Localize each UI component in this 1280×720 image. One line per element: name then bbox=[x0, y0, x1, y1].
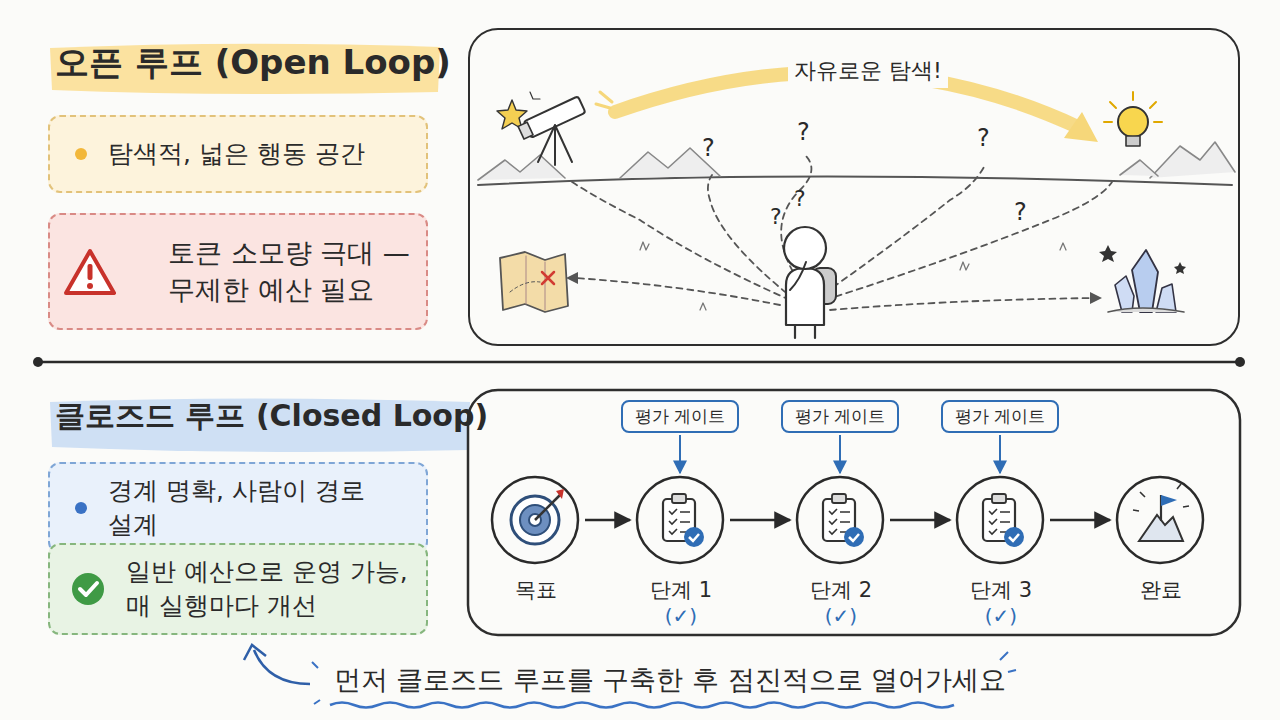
question-mark: ? bbox=[977, 124, 990, 152]
circle-label: 완료 bbox=[1076, 576, 1246, 604]
flow-arrow bbox=[730, 519, 790, 522]
panel-heading: 자유로운 탐색! bbox=[788, 54, 948, 88]
open-loop-illustration bbox=[478, 72, 1235, 338]
text-box: 경계 명확, 사람이 경로 설계 bbox=[48, 462, 428, 554]
circle-icon bbox=[1115, 475, 1205, 565]
divider-dot bbox=[33, 357, 43, 367]
caption: 먼저 클로즈드 루프를 구축한 후 점진적으로 열어가세요 bbox=[334, 662, 1007, 698]
question-mark: ? bbox=[794, 186, 806, 211]
question-mark: ? bbox=[702, 134, 715, 162]
box-icon bbox=[70, 571, 106, 607]
flow-arrow bbox=[1050, 519, 1110, 522]
gate-connector bbox=[999, 435, 1001, 473]
question-mark: ? bbox=[797, 118, 810, 146]
gate-connector bbox=[679, 435, 681, 473]
wavy-underline bbox=[330, 703, 954, 708]
text-box: 토큰 소모량 극대 — 무제한 예산 필요 bbox=[48, 213, 428, 330]
circle-label: 단계 1 bbox=[596, 576, 766, 604]
flow-arrow bbox=[890, 519, 950, 522]
step-circle: 목표 bbox=[491, 476, 579, 564]
gate-box: 평가 게이트 bbox=[621, 400, 739, 433]
box-text: 경계 명확, 사람이 경로 설계 bbox=[108, 474, 410, 542]
box-text: 탐색적, 넓은 행동 공간 bbox=[108, 137, 365, 171]
gate-box: 평가 게이트 bbox=[781, 400, 899, 433]
circle-icon bbox=[490, 475, 580, 565]
step-circle: 단계 3(✓) bbox=[956, 476, 1044, 564]
section-title: 클로즈드 루프 (Closed Loop) bbox=[55, 396, 488, 437]
box-text: 토큰 소모량 극대 — 무제한 예산 필요 bbox=[168, 235, 410, 308]
circle-label: 단계 3 bbox=[916, 576, 1086, 604]
open-loop-panel: 자유로운 탐색! bbox=[468, 28, 1240, 346]
divider-line bbox=[38, 361, 1240, 364]
accent-marks bbox=[312, 652, 1016, 704]
box-text: 일반 예산으로 운영 가능, 매 실행마다 개선 bbox=[126, 555, 410, 623]
step-circle: 완료 bbox=[1116, 476, 1204, 564]
section-title: 오픈 루프 (Open Loop) bbox=[55, 40, 451, 86]
closed-loop-panel bbox=[468, 390, 1240, 635]
check-mark-label: (✓) bbox=[916, 604, 1086, 628]
gate-text: 평가 게이트 bbox=[955, 405, 1045, 428]
circle-icon bbox=[955, 475, 1045, 565]
gate-connector bbox=[839, 435, 841, 473]
pointer-arrow-head bbox=[244, 645, 266, 660]
flow-arrow bbox=[585, 519, 630, 522]
pointer-arrow bbox=[254, 650, 310, 684]
check-mark-label: (✓) bbox=[756, 604, 926, 628]
gate-text: 평가 게이트 bbox=[795, 405, 885, 428]
question-mark: ? bbox=[770, 204, 782, 229]
circle-label: 목표 bbox=[451, 576, 621, 604]
circle-icon bbox=[795, 475, 885, 565]
circle-label: 단계 2 bbox=[756, 576, 926, 604]
gate-box: 평가 게이트 bbox=[941, 400, 1059, 433]
step-circle: 단계 1(✓) bbox=[636, 476, 724, 564]
box-icon bbox=[64, 247, 116, 297]
gate-text: 평가 게이트 bbox=[635, 405, 725, 428]
box-icon bbox=[74, 147, 88, 161]
text-box: 일반 예산으로 운영 가능, 매 실행마다 개선 bbox=[48, 543, 428, 635]
text-box: 탐색적, 넓은 행동 공간 bbox=[48, 115, 428, 193]
check-mark-label: (✓) bbox=[596, 604, 766, 628]
step-circle: 단계 2(✓) bbox=[796, 476, 884, 564]
circle-icon bbox=[635, 475, 725, 565]
box-icon bbox=[74, 501, 88, 515]
question-mark: ? bbox=[1014, 198, 1027, 226]
divider-dot bbox=[1235, 357, 1245, 367]
